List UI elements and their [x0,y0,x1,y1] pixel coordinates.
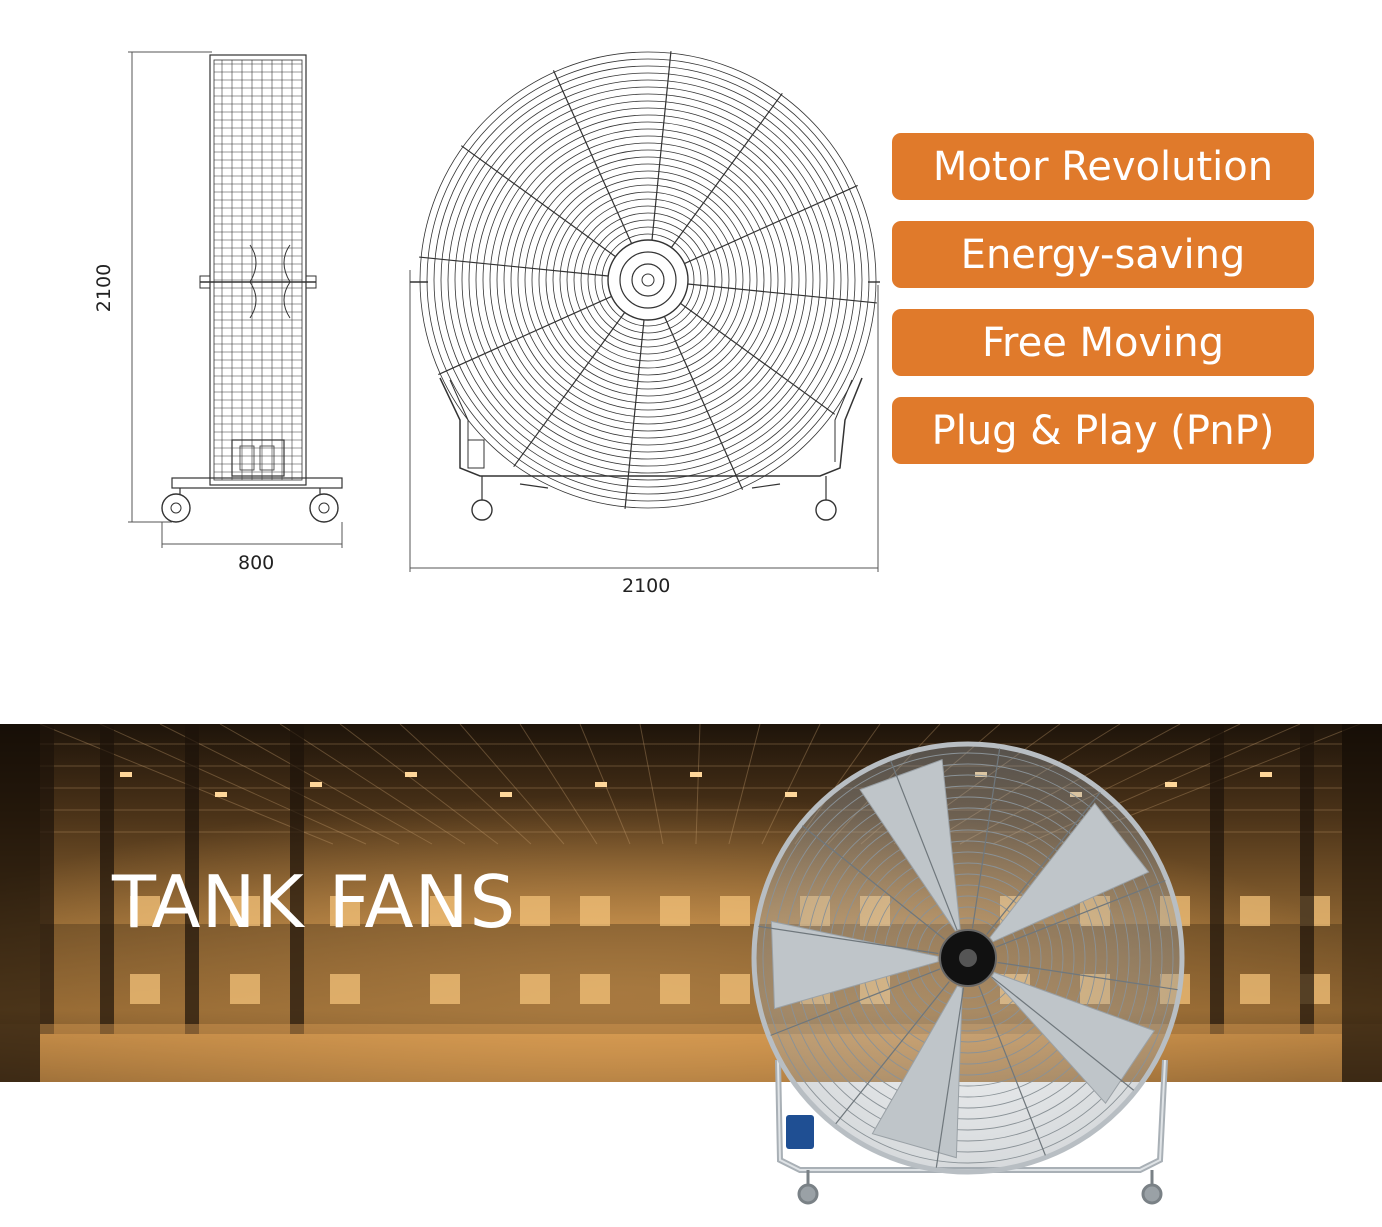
fan-side-view-drawing [161,54,343,523]
tank-fan-product-photo [751,741,1185,1205]
side-width-label: 800 [238,552,275,574]
front-view-dimension-lines [409,270,879,572]
side-view-dimension-lines [128,51,343,548]
feature-badge-energy-saving: Energy-saving [892,221,1314,288]
feature-list: Motor Revolution Energy-saving Free Movi… [892,133,1314,485]
fan-front-view-drawing [410,51,880,521]
feature-badge-plug-and-play: Plug & Play (PnP) [892,397,1314,464]
feature-badge-motor-revolution: Motor Revolution [892,133,1314,200]
feature-badge-free-moving: Free Moving [892,309,1314,376]
banner-title: TANK FANS [112,860,517,944]
front-width-label: 2100 [622,575,671,597]
technical-drawing [128,51,880,572]
side-height-label: 2100 [93,263,115,313]
